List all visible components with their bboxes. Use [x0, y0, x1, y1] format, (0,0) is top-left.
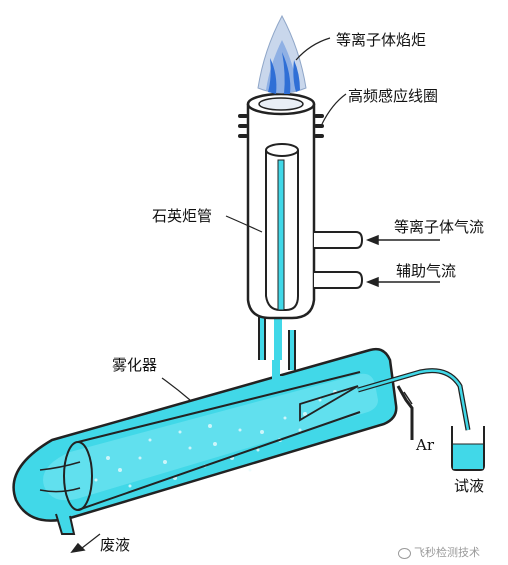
- plasma-flame: [257, 14, 307, 94]
- gas-arrows: [70, 234, 440, 554]
- label-plasma-torch: 等离子体焰炬: [336, 31, 427, 49]
- label-rf-coil: 高频感应线圈: [348, 87, 439, 105]
- label-auxiliary-gas-flow: 辅助气流: [396, 262, 457, 280]
- label-nebulizer: 雾化器: [112, 356, 158, 374]
- label-quartz-torch-tube: 石英炬管: [152, 207, 213, 225]
- label-sample-solution: 试液: [454, 477, 485, 495]
- label-waste-liquid: 废液: [100, 536, 131, 554]
- rf-coil: [238, 114, 324, 138]
- label-argon: Ar: [416, 436, 435, 454]
- leader-lines: [81, 37, 347, 549]
- watermark-text: 飞秒检测技术: [414, 546, 480, 559]
- label-plasma-gas-flow: 等离子体气流: [394, 218, 485, 236]
- spray-chamber: [12, 347, 398, 535]
- injector-tube: [258, 316, 296, 384]
- wechat-icon: [398, 547, 411, 559]
- watermark-logo: 飞秒检测技术: [398, 544, 480, 560]
- nebulizer-capillary: [357, 368, 471, 440]
- sample-beaker: [451, 426, 485, 471]
- quartz-torch: [246, 92, 364, 320]
- aerosol-mist: [94, 390, 337, 488]
